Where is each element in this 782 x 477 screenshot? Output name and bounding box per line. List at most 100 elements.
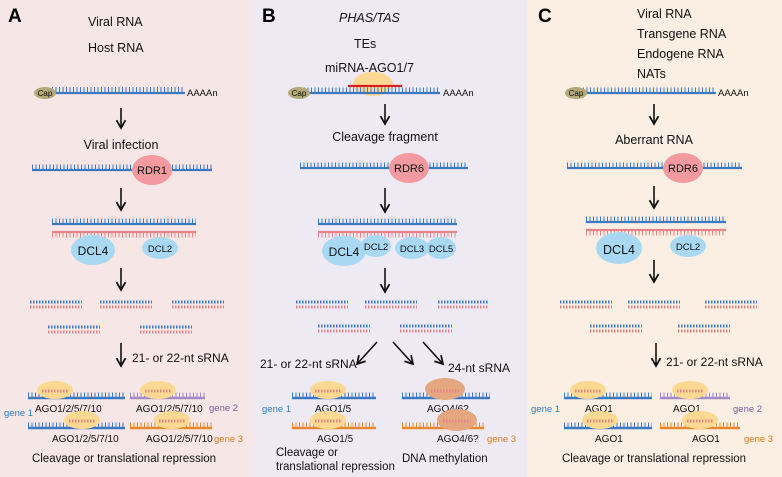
- ago-label: AGO1: [585, 404, 613, 415]
- ago-target-4: AGO1 gene 3: [660, 411, 773, 445]
- dcl2-label: DCL2: [364, 242, 388, 253]
- gene-3-label: gene 3: [487, 434, 516, 445]
- dcl3-enzyme: [395, 237, 429, 259]
- ago-label: AGO1/5: [317, 434, 354, 445]
- dcl4-label: DCL4: [329, 245, 360, 259]
- dcl4-enzyme: [596, 232, 642, 264]
- polya-label: AAAAn: [443, 88, 474, 99]
- ago-target-4: AGO4/6? gene 3: [402, 409, 516, 445]
- dcl3-label: DCL3: [400, 244, 424, 255]
- srna-label: 21- or 22-nt sRNA: [666, 355, 763, 369]
- ago-target-2: AGO1 gene 2: [660, 381, 762, 415]
- srna-label: 21- or 22-nt sRNA: [132, 351, 229, 365]
- gene-3-label: gene 3: [214, 434, 243, 445]
- dcl2-label: DCL2: [676, 242, 700, 253]
- cap-icon: [288, 87, 310, 99]
- dcl4-enzyme: [71, 235, 115, 265]
- dcl5-label: DCL5: [429, 244, 453, 255]
- ago-target-4: AGO1/2/5/7/10 gene 3: [130, 411, 243, 445]
- gene-2-label: gene 2: [209, 403, 238, 414]
- gene-2-label: gene 2: [733, 404, 762, 415]
- ago-label: AGO4/6?: [437, 434, 479, 445]
- source-endogene-rna: Endogene RNA: [637, 47, 725, 61]
- srna-right-label: 24-nt sRNA: [448, 361, 510, 375]
- rdr1-label: RDR1: [137, 165, 167, 177]
- gene-1-label: gene 1: [531, 404, 560, 415]
- ago-label: AGO1/2/5/7/10: [35, 404, 102, 415]
- ago-label: AGO1/5: [315, 404, 352, 415]
- panel-b: B PHAS/TAS TEs miRNA-AGO1/7 Cap AAAAn Cl…: [260, 6, 516, 473]
- source-mirna-ago: miRNA-AGO1/7: [325, 61, 414, 75]
- rdr6-enzyme: [663, 153, 703, 183]
- panel-a: A Viral RNA Host RNA Cap AAAAn Viral inf…: [4, 6, 243, 465]
- step-aberrant-rna: Aberrant RNA: [615, 133, 693, 147]
- panel-c: C Viral RNA Transgene RNA Endogene RNA N…: [531, 6, 773, 465]
- panel-b-label: B: [262, 6, 276, 27]
- outcome-left-line-1: Cleavage or: [276, 447, 338, 459]
- source-phas-tas: PHAS/TAS: [339, 11, 401, 25]
- step-cleavage-fragment: Cleavage fragment: [332, 130, 438, 144]
- srna-duplexes: [30, 300, 224, 334]
- ago-label: AGO1: [692, 434, 720, 445]
- gene-3-label: gene 3: [744, 434, 773, 445]
- ago-label: AGO1/2/5/7/10: [52, 434, 119, 445]
- cap-icon: [34, 87, 56, 99]
- ago-label: AGO1/2/5/7/10: [136, 404, 203, 415]
- cap-label: Cap: [569, 89, 584, 98]
- source-host-rna: Host RNA: [88, 41, 144, 55]
- ago-target-1: AGO1 gene 1: [531, 381, 652, 415]
- dcl2-enzyme: [142, 237, 178, 259]
- panel-c-label: C: [538, 6, 552, 27]
- outcome-label: Cleavage or translational repression: [562, 453, 746, 465]
- mrna-transcript: Cap AAAAn: [565, 87, 749, 99]
- polya-label: AAAAn: [718, 88, 749, 99]
- source-transgene-rna: Transgene RNA: [637, 27, 727, 41]
- ago-label: AGO1: [673, 404, 701, 415]
- ago-label: AGO1: [595, 434, 623, 445]
- ago-label: AGO1/2/5/7/10: [146, 434, 213, 445]
- rdr-complex: RDR1: [32, 155, 212, 185]
- srna-duplexes: [560, 300, 757, 333]
- ago-target-3: AGO1/2/5/7/10: [28, 411, 125, 445]
- outcome-label: Cleavage or translational repression: [32, 453, 216, 465]
- gene-1-label: gene 1: [262, 404, 291, 415]
- dcl4-label: DCL4: [603, 243, 635, 257]
- dcl2-enzyme: [670, 235, 706, 257]
- dcl5-enzyme: [426, 237, 456, 259]
- source-viral-rna: Viral RNA: [637, 7, 692, 21]
- ago-target-3: AGO1: [564, 411, 652, 445]
- outcome-right-label: DNA methylation: [402, 453, 488, 465]
- mrna-transcript: Cap AAAAn: [34, 87, 218, 99]
- dcl2-enzyme: [361, 235, 391, 257]
- dsrna-dicing: DCL4 DCL2 DCL3 DCL5: [318, 218, 457, 266]
- arrow-diagonal-icon: [355, 341, 378, 366]
- rdr1-enzyme: [132, 155, 172, 185]
- ago-target-1: AGO1/2/5/7/10 gene 1: [4, 381, 125, 419]
- rdr6-enzyme: [389, 153, 429, 183]
- source-tes: TEs: [354, 37, 376, 51]
- cap-label: Cap: [38, 89, 53, 98]
- cap-label: Cap: [292, 89, 307, 98]
- source-viral-rna: Viral RNA: [88, 15, 143, 29]
- srna-duplexes: [296, 300, 488, 333]
- mrna-transcript: Cap AAAAn: [288, 72, 474, 99]
- source-nats: NATs: [637, 67, 666, 81]
- arrow-diagonal-icon: [392, 341, 415, 366]
- outcome-left-line-2: translational repression: [276, 461, 395, 473]
- rdr6-label: RDR6: [668, 163, 698, 175]
- dsrna-dicing: DCL4 DCL2: [586, 216, 726, 264]
- dsrna-dicing: DCL4 DCL2: [52, 218, 196, 265]
- ago-complex: [353, 72, 393, 96]
- rdr-complex: RDR6: [300, 153, 468, 183]
- ago-label: AGO4/6?: [427, 404, 469, 415]
- dcl4-enzyme: [322, 236, 366, 266]
- ago-target-1: AGO1/5 gene 1: [262, 381, 376, 415]
- panel-a-label: A: [8, 6, 22, 27]
- step-viral-infection: Viral infection: [84, 138, 159, 152]
- srna-left-label: 21- or 22-nt sRNA: [260, 357, 357, 371]
- rdr-complex: RDR6: [567, 153, 742, 183]
- polya-label: AAAAn: [187, 88, 218, 99]
- ago-target-2: AGO1/2/5/7/10 gene 2: [130, 381, 238, 415]
- rdr6-label: RDR6: [394, 163, 424, 175]
